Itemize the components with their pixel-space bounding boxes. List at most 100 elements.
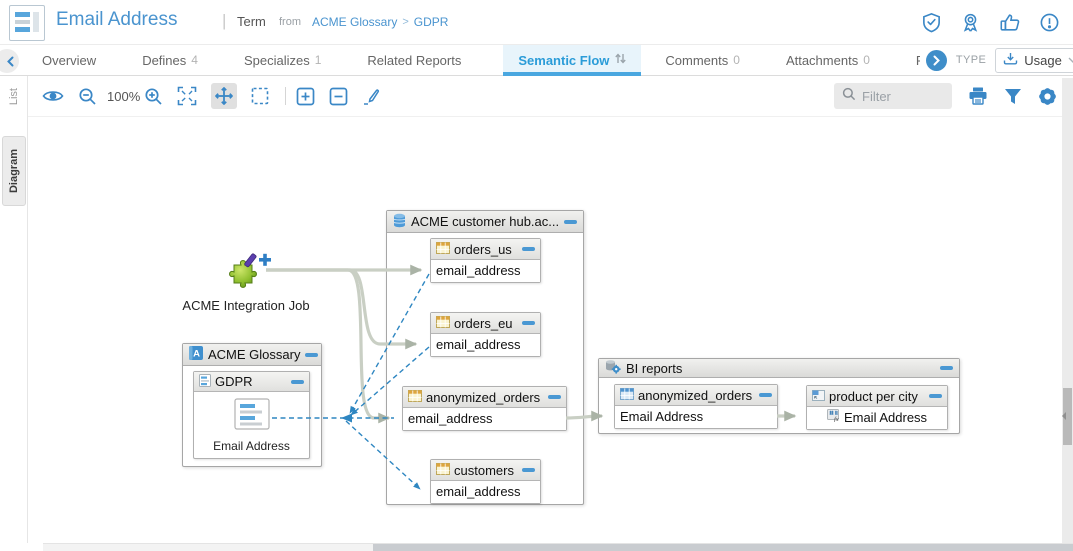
tab-responsibilities[interactable]: Respons	[912, 45, 920, 75]
fit-to-screen-icon[interactable]	[177, 86, 197, 106]
vertical-scrollbar-thumb[interactable]	[1062, 388, 1072, 445]
collapse-button[interactable]	[291, 379, 304, 384]
table-icon	[436, 241, 450, 257]
gear-icon[interactable]	[1038, 87, 1057, 106]
bi-header[interactable]: BI reports	[599, 359, 959, 378]
type-selector-label: TYPE	[955, 54, 987, 66]
page-title: Email Address	[56, 9, 178, 30]
table-header[interactable]: anonymized_orders	[403, 387, 566, 408]
column-row[interactable]: email_address	[431, 260, 540, 282]
table-customers[interactable]: customers email_address	[430, 459, 541, 504]
tabbar-right: TYPE Usage	[925, 45, 1073, 75]
collapse-all-icon[interactable]	[329, 87, 348, 106]
tab-specializes[interactable]: Specializes 1	[243, 52, 322, 68]
table-header[interactable]: orders_us	[431, 239, 540, 260]
collapse-button[interactable]	[522, 468, 535, 472]
column-row[interactable]: Email Address	[615, 406, 777, 428]
plus-badge-icon	[259, 253, 271, 266]
table-name: anonymized_orders	[426, 389, 541, 405]
table-anonymized-orders[interactable]: anonymized_orders email_address	[402, 386, 567, 431]
horizontal-scrollbar-thumb[interactable]	[373, 544, 1073, 551]
marquee-select-icon[interactable]	[251, 87, 269, 105]
breadcrumb-gdpr-link[interactable]: GDPR	[413, 15, 449, 29]
container-gdpr[interactable]: GDPR Email Address	[193, 371, 310, 459]
collapse-button[interactable]	[548, 395, 561, 399]
gdpr-body: Email Address	[194, 392, 309, 458]
table-product-per-city[interactable]: product per city fx Email Address	[806, 385, 948, 430]
hub-header[interactable]: ACME customer hub.ac...	[387, 211, 583, 233]
hub-title: ACME customer hub.ac...	[411, 214, 560, 229]
view-type-value: Usage	[1024, 52, 1062, 68]
filter-search-box[interactable]	[834, 83, 952, 109]
expand-all-icon[interactable]	[296, 87, 315, 106]
glossary-a-icon: A	[189, 346, 203, 363]
table-header[interactable]: customers	[431, 460, 540, 481]
column-row[interactable]: fx Email Address	[807, 407, 947, 429]
thumbs-up-icon[interactable]	[999, 12, 1021, 33]
collapse-button[interactable]	[759, 393, 772, 397]
pan-tool-icon[interactable]	[211, 83, 238, 109]
tab-bar: Overview Defines 4 Specializes 1 Related…	[0, 45, 1073, 76]
node-integration-job[interactable]	[224, 247, 280, 300]
gdpr-doc-icon	[199, 373, 211, 390]
gdpr-header[interactable]: GDPR	[194, 372, 309, 392]
zoom-out-icon[interactable]	[78, 87, 97, 106]
collapse-button[interactable]	[940, 366, 953, 370]
header-actions	[921, 12, 1060, 33]
collapse-button[interactable]	[305, 352, 319, 357]
filter-input[interactable]	[862, 88, 942, 104]
collapse-button[interactable]	[522, 321, 535, 325]
glossary-title: ACME Glossary	[208, 347, 301, 362]
collapse-button[interactable]	[929, 394, 942, 398]
table-name: customers	[454, 462, 514, 478]
report-icon	[812, 389, 825, 404]
certification-award-icon[interactable]	[960, 12, 981, 33]
tab-defines[interactable]: Defines 4	[142, 52, 198, 68]
horizontal-scrollbar[interactable]	[43, 543, 1073, 551]
table-header[interactable]: anonymized_orders	[615, 385, 777, 406]
pen-icon[interactable]	[362, 87, 381, 106]
integration-job-label[interactable]: ACME Integration Job	[182, 298, 310, 313]
tab-count: 0	[733, 53, 740, 67]
database-icon	[393, 213, 406, 231]
collapse-button[interactable]	[564, 219, 578, 224]
breadcrumb: ACME Glossary > GDPR	[312, 15, 448, 29]
eye-icon[interactable]	[42, 89, 64, 103]
tab-related-reports[interactable]: Related Reports	[367, 52, 462, 68]
vertical-scrollbar[interactable]	[1062, 78, 1073, 543]
term-label[interactable]: Email Address	[213, 439, 290, 453]
container-bi-reports[interactable]: BI reports anonymized_orders	[598, 358, 960, 434]
shield-check-icon[interactable]	[921, 12, 942, 33]
column-row[interactable]: email_address	[431, 334, 540, 356]
svg-text:fx: fx	[834, 416, 839, 422]
alert-circle-icon[interactable]	[1039, 12, 1060, 33]
column-row[interactable]: email_address	[431, 481, 540, 503]
tab-count: 0	[863, 53, 870, 67]
table-orders-us[interactable]: orders_us email_address	[430, 238, 541, 283]
print-icon[interactable]	[968, 87, 988, 105]
tab-semantic-flow[interactable]: Semantic Flow	[503, 45, 642, 76]
tab-overview[interactable]: Overview	[42, 52, 97, 68]
term-document-icon[interactable]	[233, 398, 270, 435]
funnel-filter-icon[interactable]	[1004, 88, 1022, 105]
view-type-dropdown[interactable]: Usage	[995, 47, 1073, 73]
table-bi-anonymized-orders[interactable]: anonymized_orders Email Address	[614, 384, 778, 429]
puzzle-piece-icon	[229, 253, 257, 288]
tab-comments[interactable]: Comments 0	[665, 52, 740, 68]
tabs-scroll-left-button[interactable]	[0, 49, 19, 73]
table-orders-eu[interactable]: orders_eu email_address	[430, 312, 541, 357]
container-customer-hub[interactable]: ACME customer hub.ac... orders_us	[386, 210, 584, 505]
zoom-in-icon[interactable]	[144, 87, 163, 106]
side-tab-diagram[interactable]: Diagram	[2, 136, 26, 207]
collapse-button[interactable]	[522, 247, 535, 251]
tabs-scroll-right-button[interactable]	[925, 49, 947, 71]
column-row[interactable]: email_address	[403, 408, 566, 430]
breadcrumb-glossary-link[interactable]: ACME Glossary	[312, 15, 398, 29]
glossary-header[interactable]: A ACME Glossary	[183, 344, 321, 366]
table-header[interactable]: orders_eu	[431, 313, 540, 334]
tab-attachments[interactable]: Attachments 0	[785, 52, 870, 68]
table-header[interactable]: product per city	[807, 386, 947, 407]
search-icon	[842, 87, 856, 106]
